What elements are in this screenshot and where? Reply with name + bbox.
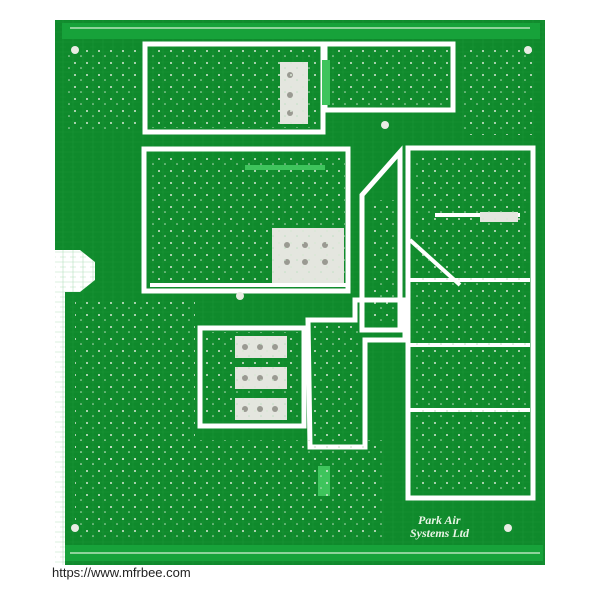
component-fields	[68, 45, 535, 540]
shield-frame-lower-center	[197, 325, 307, 429]
shield-frame-center-left	[141, 146, 351, 294]
top-edge-rail	[62, 23, 540, 39]
shield-frame-right	[405, 145, 536, 501]
shield-frame-strip	[359, 145, 403, 333]
mounting-holes	[71, 46, 532, 532]
silkscreen-brand-line1: Park Air	[418, 513, 461, 527]
edge-pad-row	[70, 27, 540, 554]
watermark-url: https://www.mfrbee.com	[52, 565, 191, 580]
silkscreen-brand-line2: Systems Ltd	[410, 526, 470, 540]
